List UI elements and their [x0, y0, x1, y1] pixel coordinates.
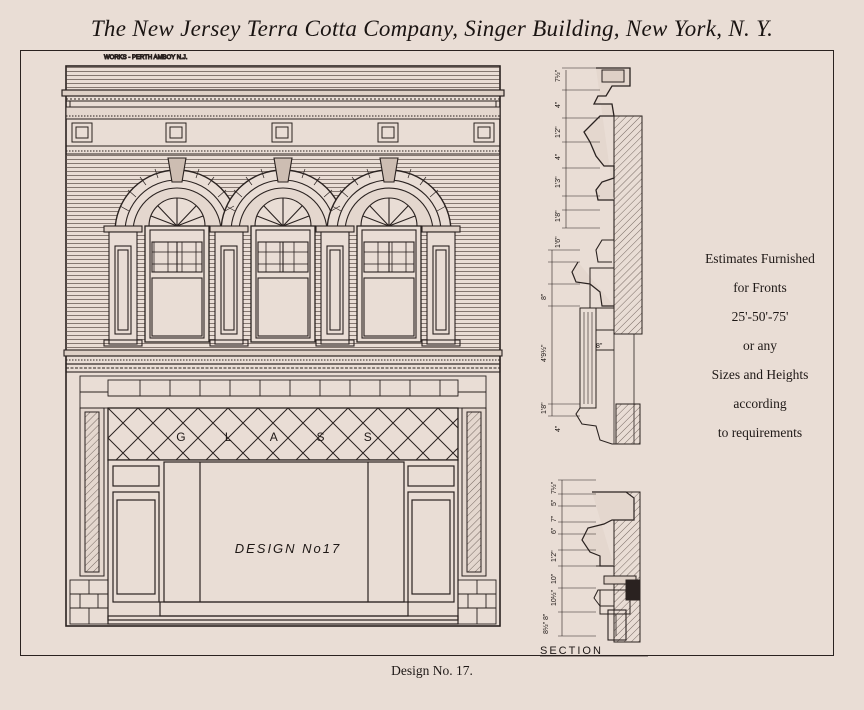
dim-label: 7½"	[550, 481, 558, 494]
dim-label: 7½"	[554, 69, 562, 82]
ashlar-band	[79, 375, 487, 409]
note-line: Sizes and Heights	[711, 367, 809, 382]
note-line: 25'-50'-75'	[731, 309, 789, 324]
dim-label: 7"	[551, 515, 558, 522]
dim-label: 4"	[555, 425, 562, 432]
dim-label: 5"	[551, 499, 558, 506]
dim-label: 10½"	[550, 589, 558, 606]
dimension-lines	[548, 67, 600, 637]
dim-label: 4"	[555, 153, 562, 160]
dim-label: 1'6"	[555, 236, 562, 248]
note-line: or any	[742, 338, 778, 353]
glass-label: G L A S S	[176, 430, 390, 444]
note-line: to requirements	[717, 425, 803, 440]
figure-caption: Design No. 17.	[391, 663, 473, 678]
note-line: for Fronts	[733, 280, 787, 295]
note-line: according	[733, 396, 787, 411]
dim-label: 8"	[543, 613, 550, 620]
section-label: SECTION	[540, 645, 603, 657]
note-line: Estimates Furnished	[705, 251, 815, 266]
dim-label: 8"	[541, 293, 548, 300]
dim-label: 8"	[596, 343, 603, 350]
side-ornament-strips	[79, 407, 487, 577]
dim-label: 4'9½"	[540, 344, 548, 362]
glass-transom	[107, 407, 459, 461]
cornice	[61, 89, 505, 120]
belt-course	[63, 349, 503, 373]
facade-elevation: WORKS - PERTH AMBOY N.J.	[61, 55, 505, 627]
dim-label: 1'3"	[555, 176, 562, 188]
dimension-labels: 7½" 4" 1'2" 4" 1'3" 1'8" 1'6" 8" 4'9½" 8…	[540, 69, 603, 634]
arched-windows	[114, 157, 452, 343]
works-label: WORKS - PERTH AMBOY N.J.	[104, 55, 188, 61]
design-label: DESIGN No17	[235, 541, 342, 556]
dim-label: 1'2"	[555, 126, 562, 138]
dim-label: 1'8"	[555, 210, 562, 222]
estimate-note: Estimates Furnished for Fronts 25'-50'-7…	[650, 244, 864, 447]
storefront	[107, 459, 459, 625]
dim-label: 4"	[555, 101, 562, 108]
dim-label: 8½"	[542, 621, 550, 634]
frieze-panels	[71, 122, 495, 143]
dim-label: 10"	[551, 573, 558, 584]
base-blocks	[69, 579, 497, 625]
dim-label: 1'8"	[541, 402, 548, 414]
dim-label: 6"	[551, 527, 558, 534]
section-profile	[548, 67, 643, 643]
pilasters	[103, 225, 461, 347]
dim-label: 1'2"	[551, 550, 558, 562]
plate-border	[20, 50, 834, 656]
page-title: The New Jersey Terra Cotta Company, Sing…	[90, 16, 774, 41]
